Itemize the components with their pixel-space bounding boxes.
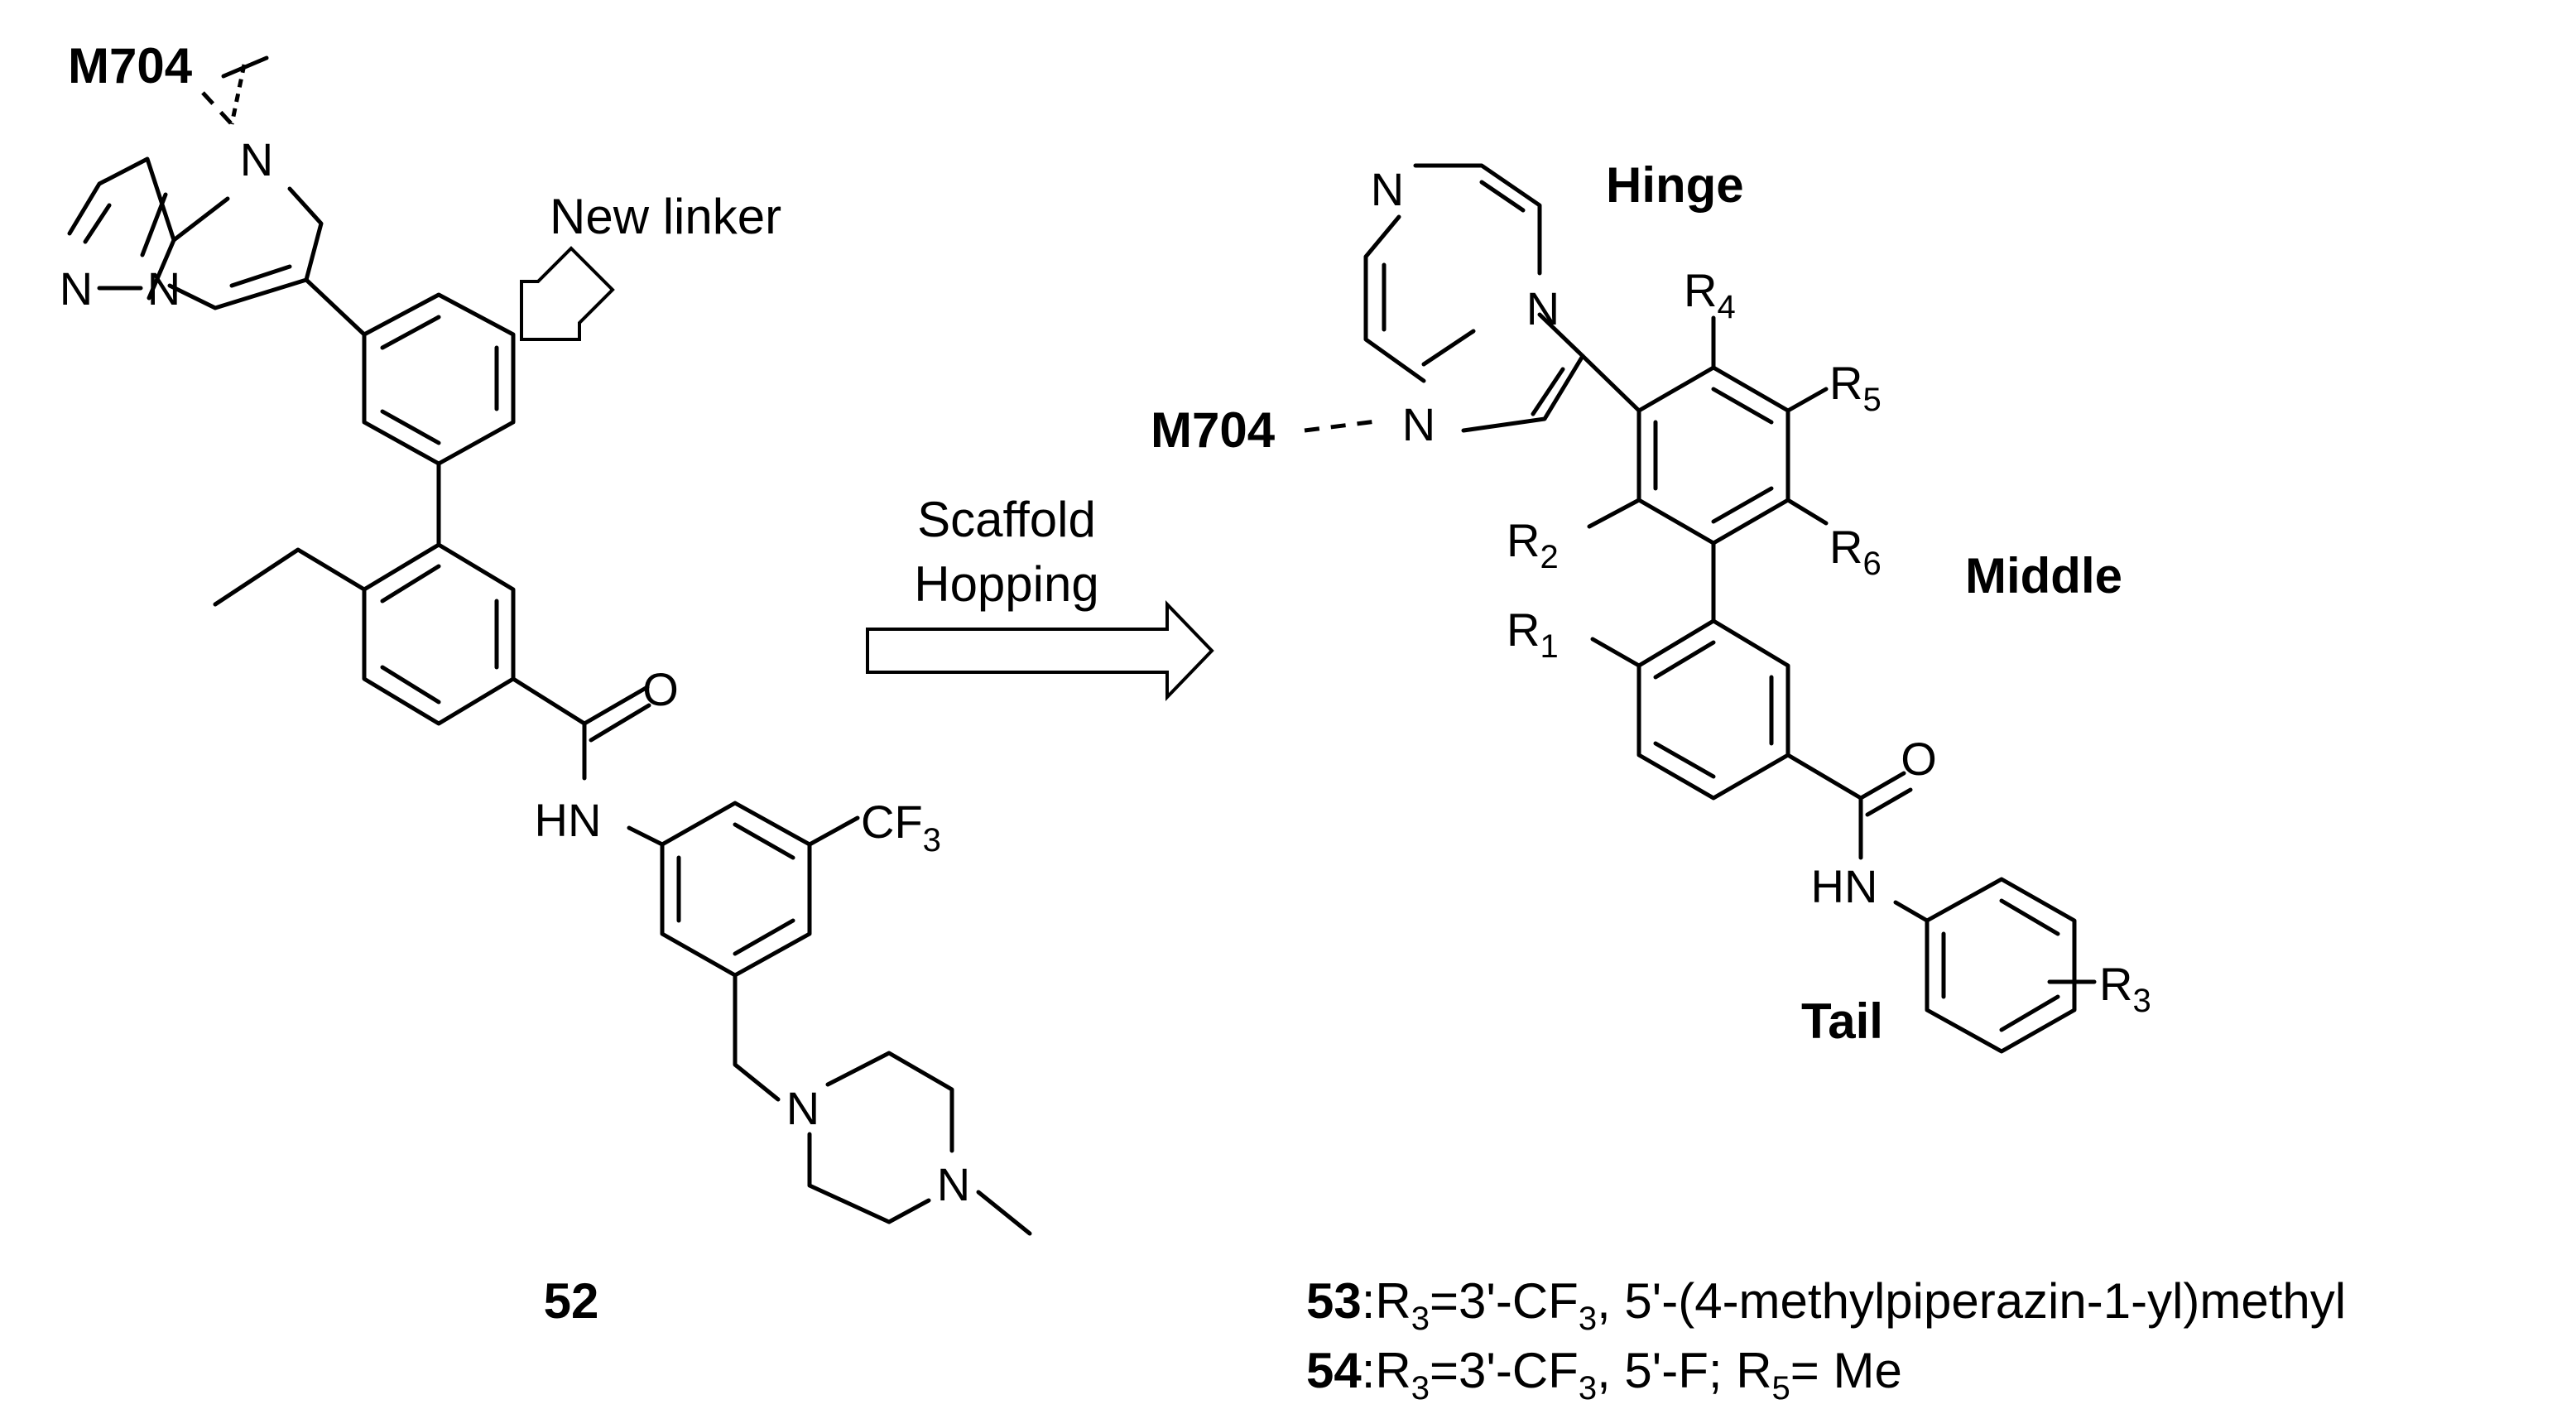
compound-52-structure: M704 N N N O HN CF3 N N New linker 52 xyxy=(60,38,1032,1329)
scaffold-hopping-transformation: Scaffold Hopping xyxy=(866,492,1214,701)
region-label-tail: Tail xyxy=(1801,993,1883,1049)
compound-52-number: 52 xyxy=(544,1273,599,1329)
new-linker-arrow xyxy=(520,246,615,341)
atom-n-pyrazole-2: N xyxy=(147,262,180,315)
compound-53-definition: 53:R3=3'-CF3, 5'-(4-methylpiperazin-1-yl… xyxy=(1306,1273,2346,1337)
compound-54-definition: 54:R3=3'-CF3, 5'-F; R5= Me xyxy=(1306,1343,1902,1407)
compound-52-bonds xyxy=(67,156,1032,1236)
atom-carbonyl-o-left: O xyxy=(642,663,679,715)
substituent-r6: R6 xyxy=(1829,521,1882,582)
atom-amide-nh-right: HN xyxy=(1811,860,1878,912)
atom-piperazine-n2: N xyxy=(937,1158,970,1210)
transformation-line-1: Scaffold xyxy=(917,492,1096,547)
compound-definitions: 53:R3=3'-CF3, 5'-(4-methylpiperazin-1-yl… xyxy=(1306,1273,2346,1407)
atom-n-imidazole: N xyxy=(1402,398,1435,450)
atom-carbonyl-o-right: O xyxy=(1901,733,1937,785)
substituent-r3: R3 xyxy=(2099,958,2151,1019)
region-label-hinge: Hinge xyxy=(1606,157,1744,213)
m704-label-left: M704 xyxy=(68,38,193,94)
substituent-r5: R5 xyxy=(1829,357,1882,418)
new-linker-label: New linker xyxy=(550,189,781,244)
m704-hbond-marker-left xyxy=(201,55,269,126)
substituent-r2: R2 xyxy=(1507,514,1559,575)
general-scaffold-structure: M704 N N N O HN R4 R5 R2 R6 R1 R3 Hinge … xyxy=(1151,157,2151,1054)
atom-piperazine-n1: N xyxy=(786,1082,819,1134)
substituent-r4: R4 xyxy=(1684,264,1736,325)
atom-n-bridge: N xyxy=(1526,282,1560,334)
cf3-group: CF3 xyxy=(861,796,941,858)
atom-n-hinge-left: N xyxy=(240,133,273,185)
scaffold-hopping-arrow xyxy=(866,600,1214,701)
atom-amide-nh-left: HN xyxy=(535,794,602,846)
cf3-main: CF xyxy=(861,796,923,848)
cf3-subscript: 3 xyxy=(923,822,941,858)
transformation-line-2: Hopping xyxy=(914,556,1099,612)
region-label-middle: Middle xyxy=(1965,548,2122,604)
substituent-r1: R1 xyxy=(1507,604,1559,665)
m704-hbond-right xyxy=(1304,418,1383,433)
atom-n-pyrazole-1: N xyxy=(60,262,93,315)
general-scaffold-bonds xyxy=(1363,163,2097,1054)
m704-label-right: M704 xyxy=(1151,402,1276,458)
atom-n-pyrazine: N xyxy=(1371,163,1404,215)
